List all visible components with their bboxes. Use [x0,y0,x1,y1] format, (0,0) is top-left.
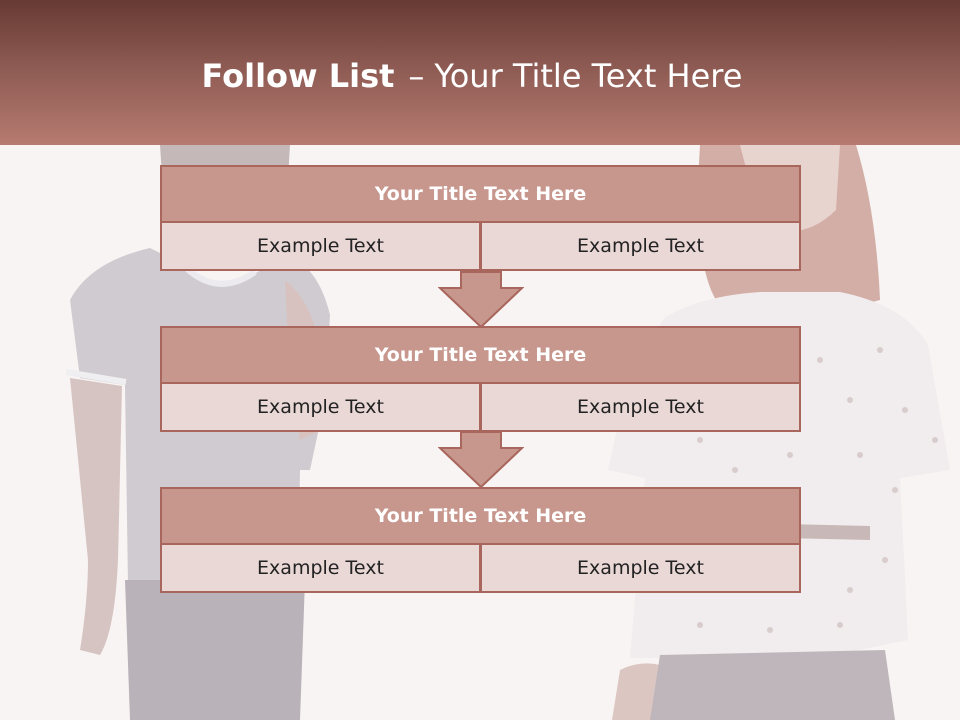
down-arrow-icon [438,271,524,329]
title-rest: Your Title Text Here [434,57,743,95]
step-cell-right: Example Text [480,221,801,271]
step-title: Your Title Text Here [160,326,801,384]
down-arrow-icon [438,431,524,489]
title-bold: Follow List [201,57,395,95]
step-cell-right: Example Text [480,543,801,593]
step-cell-right: Example Text [480,382,801,432]
title-separator: – [408,57,425,95]
header-band [0,0,960,145]
step-title: Your Title Text Here [160,165,801,223]
step-cell-left: Example Text [160,543,481,593]
slide-title: Follow List–Your Title Text Here [0,56,944,96]
step-cell-left: Example Text [160,382,481,432]
step-cell-left: Example Text [160,221,481,271]
step-title: Your Title Text Here [160,487,801,545]
